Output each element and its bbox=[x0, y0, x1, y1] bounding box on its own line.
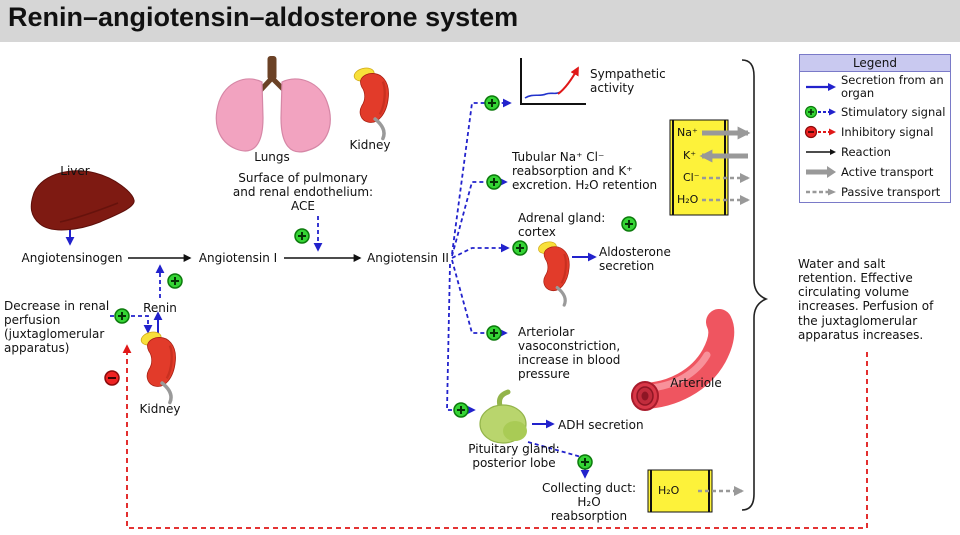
stimulatory-signal-icon bbox=[804, 106, 836, 119]
ion-h2o-collecting: H₂O bbox=[658, 484, 680, 497]
ion-na: Na⁺ bbox=[677, 126, 698, 139]
label-kidney-top: Kidney bbox=[349, 138, 391, 152]
label-arteriolar: Arteriolar vasoconstriction, increase in… bbox=[518, 325, 621, 382]
stimulatory-arrow-perfusion bbox=[110, 315, 153, 334]
legend-item-passive-transport: Passive transport bbox=[800, 182, 950, 202]
label-liver: Liver bbox=[60, 164, 90, 178]
passive-transport-icon bbox=[806, 188, 836, 196]
stimulatory-arrow-pituitary bbox=[446, 263, 476, 415]
legend-item-secretion: Secretion from an organ bbox=[800, 72, 950, 102]
title-bar: Renin–angiotensin–aldosterone system bbox=[0, 0, 960, 42]
lungs-illustration bbox=[215, 56, 331, 153]
node-angiotensinogen: Angiotensinogen bbox=[21, 251, 123, 265]
legend-item-inhibitory: Inhibitory signal bbox=[800, 122, 950, 142]
plus-icon-adrenal-cortex bbox=[621, 216, 637, 232]
page-title: Renin–angiotensin–aldosterone system bbox=[8, 2, 519, 32]
adrenal-gland-illustration bbox=[535, 238, 571, 307]
kidney-bottom-illustration bbox=[138, 328, 178, 405]
ion-h2o: H₂O bbox=[677, 193, 699, 206]
legend-item-reaction: Reaction bbox=[800, 142, 950, 162]
legend-item-label: Reaction bbox=[841, 144, 891, 159]
plus-icon-ace bbox=[294, 228, 310, 244]
label-adh: ADH secretion bbox=[558, 418, 644, 432]
legend-item-stimulatory: Stimulatory signal bbox=[800, 102, 950, 122]
legend-title: Legend bbox=[800, 55, 950, 72]
label-adrenal: Adrenal gland: cortex bbox=[518, 211, 606, 240]
grouping-brace bbox=[741, 59, 769, 511]
legend-item-label: Secretion from an organ bbox=[841, 73, 944, 101]
label-arteriole: Arteriole bbox=[670, 376, 722, 390]
label-decrease-perfusion: Decrease in renal perfusion (juxtaglomer… bbox=[4, 299, 110, 356]
legend-item-label: Inhibitory signal bbox=[841, 124, 934, 139]
sympathetic-chart-icon bbox=[520, 58, 586, 105]
pituitary-illustration bbox=[479, 389, 527, 444]
legend-panel: Legend Secretion from an organ Stimulato… bbox=[799, 54, 951, 204]
label-ace: Surface of pulmonary and renal endotheli… bbox=[228, 171, 378, 213]
node-renin: Renin bbox=[143, 301, 177, 315]
kidney-top-illustration bbox=[351, 64, 391, 141]
label-outcome: Water and salt retention. Effective circ… bbox=[798, 257, 934, 342]
node-angiotensin-ii: Angiotensin II bbox=[367, 251, 449, 265]
legend-item-label: Stimulatory signal bbox=[841, 104, 946, 119]
legend-item-active-transport: Active transport bbox=[800, 162, 950, 182]
plus-icon-arteriolar bbox=[486, 325, 502, 341]
reaction-arrow-icon bbox=[806, 149, 836, 156]
plus-icon-tubular bbox=[486, 174, 502, 190]
node-angiotensin-i: Angiotensin I bbox=[198, 251, 278, 265]
plus-icon-collecting bbox=[577, 454, 593, 470]
stimulatory-arrow-sympathetic bbox=[451, 98, 512, 255]
label-ace-line1: Surface of pulmonary and renal endotheli… bbox=[232, 171, 374, 200]
inhibitory-signal-icon bbox=[804, 126, 836, 139]
stimulatory-arrow-tubular bbox=[451, 177, 508, 257]
secretion-arrow-icon bbox=[806, 83, 836, 92]
label-ace-line2: ACE bbox=[291, 199, 315, 214]
label-aldosterone: Aldosterone secretion bbox=[599, 245, 671, 274]
tubule-channel-illustration bbox=[669, 119, 751, 216]
legend-item-label: Passive transport bbox=[841, 184, 941, 199]
stimulatory-arrow-arteriolar bbox=[451, 259, 508, 338]
legend-item-label: Active transport bbox=[841, 164, 934, 179]
minus-icon-kidney bbox=[104, 370, 120, 386]
active-transport-icon bbox=[806, 166, 836, 179]
liver-illustration bbox=[30, 170, 135, 231]
stimulatory-arrow-adrenal bbox=[451, 243, 510, 259]
collecting-duct-channel-illustration bbox=[647, 469, 744, 513]
label-sympathetic: Sympathetic activity bbox=[590, 67, 666, 96]
label-pituitary: Pituitary gland: posterior lobe bbox=[468, 442, 560, 471]
arteriole-illustration bbox=[631, 309, 735, 411]
label-tubular: Tubular Na⁺ Cl⁻ reabsorption and K⁺ excr… bbox=[512, 150, 658, 193]
label-kidney-bottom: Kidney bbox=[139, 402, 181, 416]
plus-icon-perfusion bbox=[114, 308, 130, 324]
ion-cl: Cl⁻ bbox=[683, 171, 700, 184]
label-collecting-duct: Collecting duct: H₂O reabsorption bbox=[541, 481, 636, 524]
ion-k: K⁺ bbox=[683, 149, 697, 162]
plus-icon-renin bbox=[167, 273, 183, 289]
plus-icon-sympathetic bbox=[484, 95, 500, 111]
plus-icon-pituitary bbox=[453, 402, 469, 418]
label-lungs: Lungs bbox=[254, 150, 290, 164]
plus-icon-adrenal bbox=[512, 240, 528, 256]
